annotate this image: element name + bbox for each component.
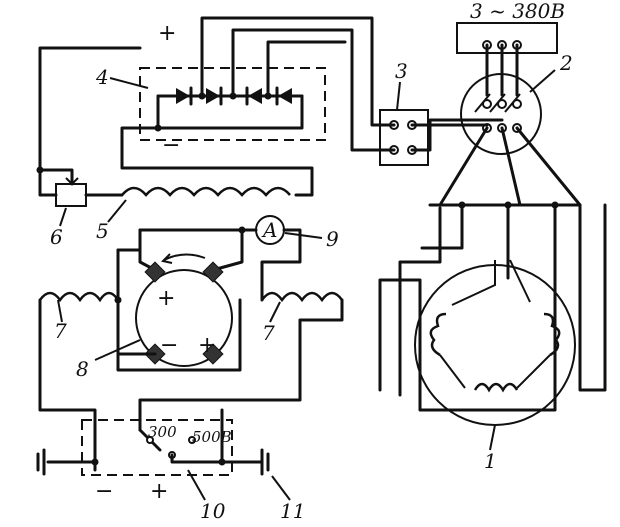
output-terminal-right: [260, 448, 270, 476]
commutator-plus-top: +: [157, 286, 175, 311]
series-winding-7-left: [38, 291, 120, 472]
rectifier-minus-sign: −: [162, 133, 180, 158]
part-number-1: 1: [484, 449, 497, 473]
part-number-labels: 1 2 3 4 5 6 7 7 8 9 10 11: [50, 51, 573, 523]
motor-1: [378, 126, 607, 426]
part-number-11: 11: [280, 499, 305, 523]
commutator-plus-right: +: [198, 333, 216, 358]
armature-8: + − +: [114, 228, 244, 372]
field-winding-5: [84, 126, 314, 197]
output-minus-sign: −: [95, 479, 113, 504]
output-switch-10: 300 500В − +: [46, 408, 264, 504]
top-wiring: [38, 16, 504, 172]
commutator-minus: −: [160, 333, 178, 358]
part-number-9: 9: [326, 227, 339, 251]
terminal-block-3: [379, 109, 429, 166]
output-plus-sign: +: [150, 479, 168, 504]
part-number-7-left: 7: [54, 319, 67, 343]
rectifier-plus-sign: +: [158, 21, 176, 46]
tap-300: 300: [148, 423, 177, 441]
series-winding-7-right: [138, 291, 344, 432]
supply-voltage-label: 3 ~ 380В: [470, 0, 565, 23]
part-number-6: 6: [50, 225, 63, 249]
part-number-2: 2: [559, 51, 573, 75]
rheostat-6: [36, 166, 87, 207]
ammeter-label: A: [261, 218, 277, 242]
output-terminal-left: [36, 448, 46, 476]
switch-2: [460, 43, 542, 155]
part-number-8: 8: [76, 357, 89, 381]
part-number-5: 5: [96, 219, 109, 243]
supply-terminal-box: 3 ~ 380В: [456, 0, 565, 54]
rectifier-unit-4: + −: [139, 21, 326, 158]
part-number-7-right: 7: [262, 321, 275, 345]
part-number-10: 10: [200, 499, 226, 523]
part-number-3: 3: [395, 59, 408, 83]
part-number-4: 4: [95, 65, 109, 89]
ammeter-9: A: [138, 215, 302, 302]
tap-500: 500В: [192, 428, 232, 446]
